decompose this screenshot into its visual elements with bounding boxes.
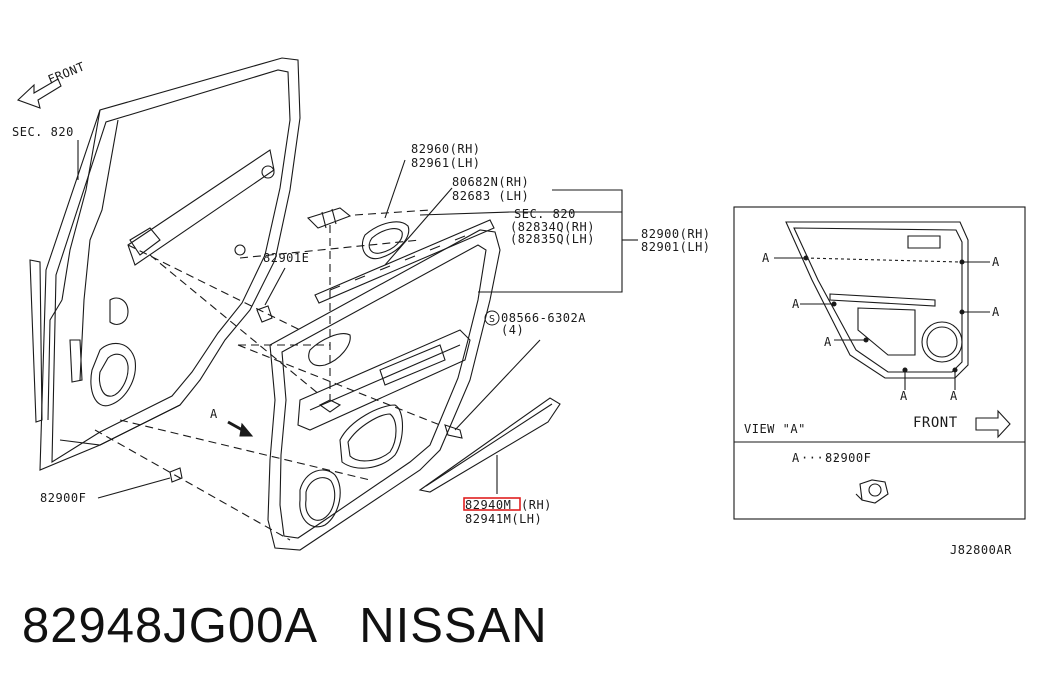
inset-front-arrow-icon xyxy=(975,409,1011,439)
s-mark: S xyxy=(489,314,496,325)
label-82834q: (82834Q(RH) xyxy=(510,220,595,234)
footer-title: 82948JG00A NISSAN xyxy=(22,598,548,654)
clip-82900f xyxy=(97,467,183,499)
inset-a-6: A xyxy=(900,389,908,403)
front-label: FRONT xyxy=(46,59,87,86)
label-82940m: 82940M xyxy=(465,498,511,512)
label-08566-qty: (4) xyxy=(501,323,524,337)
inset-box xyxy=(733,206,1026,520)
label-82900-rh: 82900(RH) xyxy=(641,227,711,241)
label-82940m-suffix: (RH) xyxy=(521,498,552,512)
legend-dots: ····· xyxy=(801,451,840,465)
legend-a: A xyxy=(792,451,800,465)
projection-lines xyxy=(94,209,441,541)
upper-trim-strip xyxy=(314,219,495,304)
label-82960: 82960(RH) xyxy=(411,142,481,156)
label-82683: 82683 (LH) xyxy=(452,189,529,203)
view-a-arrow-icon xyxy=(227,420,254,437)
leader-lines xyxy=(384,159,638,293)
label-82901-lh: 82901(LH) xyxy=(641,240,711,254)
inset-view-label: VIEW "A" xyxy=(744,422,806,436)
inset-front-label: FRONT xyxy=(913,415,958,431)
inset-a-3: A xyxy=(792,297,800,311)
inset-a-4: A xyxy=(992,305,1000,319)
s-circle-icon xyxy=(484,310,500,326)
footer-brand: NISSAN xyxy=(359,599,548,653)
label-82901e: 82901E xyxy=(263,251,309,265)
inset-clip-points xyxy=(803,255,965,373)
door-frame xyxy=(29,57,301,471)
window-switch xyxy=(306,207,352,229)
legend-part: 82900F xyxy=(825,451,871,465)
label-sec820-left: SEC. 820 xyxy=(12,125,74,139)
clip-icon xyxy=(855,479,889,504)
inset-a-1: A xyxy=(762,251,770,265)
inset-a-5: A xyxy=(824,335,832,349)
clip-82901e xyxy=(256,267,286,323)
screw-part xyxy=(444,339,541,439)
diagram-code: J82800AR xyxy=(950,543,1012,557)
inset-a-2: A xyxy=(992,255,1000,269)
label-80682n: 80682N(RH) xyxy=(452,175,529,189)
switch-bezel xyxy=(361,221,410,260)
footer-part-number: 82948JG00A xyxy=(22,599,316,653)
inset-a-7: A xyxy=(950,389,958,403)
label-sec820-mid: SEC. 820 xyxy=(514,207,576,221)
inset-leaders xyxy=(774,257,990,390)
armrest-finisher xyxy=(418,397,561,494)
label-arrow-a: A xyxy=(210,407,218,421)
door-trim-panel xyxy=(267,229,501,551)
label-82961: 82961(LH) xyxy=(411,156,481,170)
label-82900f: 82900F xyxy=(40,491,86,505)
label-82941m: 82941M(LH) xyxy=(465,512,542,526)
inset-door-panel xyxy=(785,221,969,379)
label-82835q: (82835Q(LH) xyxy=(510,232,595,246)
front-arrow-icon xyxy=(16,78,62,109)
highlight-box xyxy=(463,497,521,511)
label-08566: 08566-6302A xyxy=(501,311,586,325)
